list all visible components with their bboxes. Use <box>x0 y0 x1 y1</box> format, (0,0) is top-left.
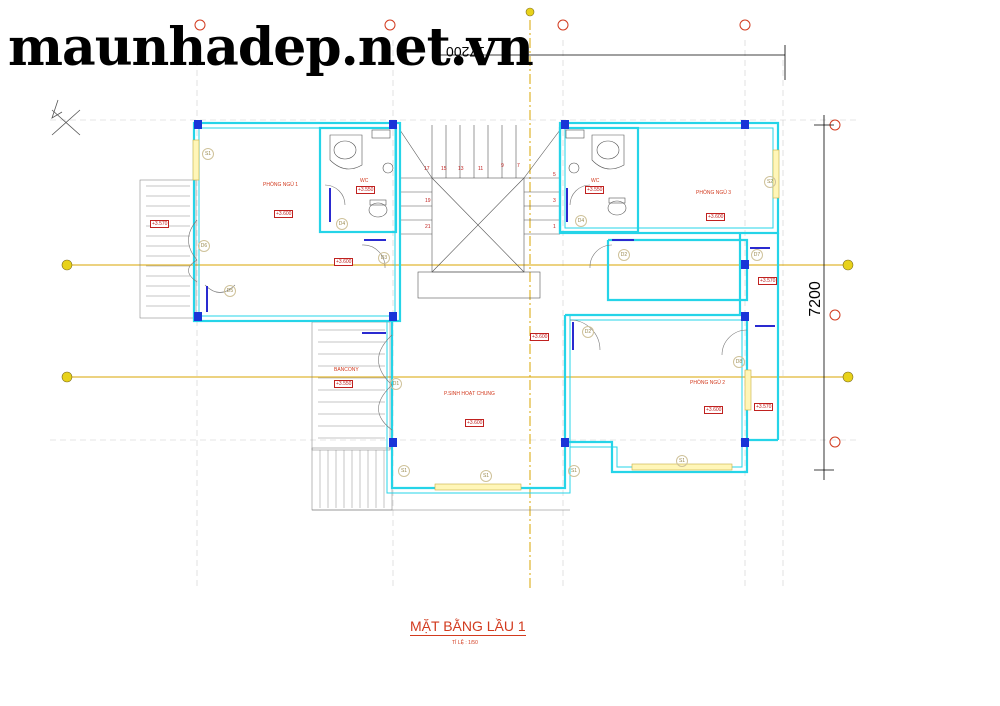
room-label-wc-left: WC <box>360 178 369 184</box>
columns <box>194 120 749 447</box>
level-balcony-right-top: +3.570 <box>758 277 778 285</box>
level-balcony-left: +3.570 <box>150 220 170 228</box>
window-tag-s1-b1: S1 <box>202 148 214 160</box>
door-tag-d5: D5 <box>224 285 236 297</box>
level-balcony: +3.550 <box>334 380 354 388</box>
axis-lines <box>70 20 850 590</box>
door-tag-d2-top: D2 <box>618 249 630 261</box>
level-bedroom3: +3.600 <box>706 213 726 221</box>
level-hall-center: +3.600 <box>530 333 550 341</box>
level-balcony-right: +3.570 <box>754 403 774 411</box>
stair-step-21: 21 <box>425 224 431 230</box>
window-tag-s2-b3: S2 <box>764 176 776 188</box>
door-tag-d4-left: D4 <box>336 218 348 230</box>
walls <box>192 121 780 494</box>
window-tag-s1-living: S1 <box>480 470 492 482</box>
level-bedroom1: +3.600 <box>274 210 294 218</box>
door-tag-d4-right: D4 <box>575 215 587 227</box>
stair-step-15: 15 <box>441 166 447 172</box>
stair-step-17: 17 <box>424 166 430 172</box>
balcony-hatch <box>139 179 570 511</box>
stair-step-13: 13 <box>458 166 464 172</box>
watermark-text: maunhadep.net.vn <box>8 17 534 78</box>
scale-note: TỈ LỆ : 1/50 <box>452 640 478 646</box>
window-tag-s1-living-right: S1 <box>568 465 580 477</box>
door-tag-d8: D8 <box>733 356 745 368</box>
level-wc-right: +3.550 <box>585 186 605 194</box>
door-tag-d3: D3 <box>378 252 390 264</box>
dimension-lines <box>436 45 834 480</box>
windows <box>192 139 780 491</box>
door-tag-d1: D1 <box>390 378 402 390</box>
room-label-bedroom3: PHÒNG NGỦ 3 <box>696 190 732 196</box>
room-label-wc-right: WC <box>591 178 600 184</box>
door-leaves <box>206 188 775 350</box>
level-living: +3.600 <box>465 419 485 427</box>
stair-step-5: 5 <box>553 172 556 178</box>
stair-step-7: 7 <box>517 163 520 169</box>
room-label-living: P.SINH HOẠT CHUNG <box>444 391 495 397</box>
door-tag-d2: D2 <box>582 326 594 338</box>
level-hall-left: +3.600 <box>334 258 354 266</box>
room-label-balcony: BANCONY <box>334 367 359 373</box>
window-tag-s1-living-left: S1 <box>398 465 410 477</box>
level-wc-left: +3.550 <box>356 186 376 194</box>
window-tag-s1-b2: S1 <box>676 455 688 467</box>
stair-step-3: 3 <box>553 198 556 204</box>
stair-step-11: 11 <box>478 166 484 172</box>
stair-step-1: 1 <box>553 224 556 230</box>
door-tag-d7: D7 <box>751 249 763 261</box>
room-label-bedroom2: PHÒNG NGỦ 2 <box>690 380 726 386</box>
dimension-depth: 7200 <box>806 281 824 317</box>
north-arrow-icon <box>51 99 81 136</box>
door-tag-d6: D6 <box>198 240 210 252</box>
staircase <box>399 125 561 299</box>
drawing-title: MẶT BẰNG LẦU 1 <box>410 618 526 636</box>
stair-step-9: 9 <box>501 163 504 169</box>
room-label-bedroom1: PHÒNG NGỦ 1 <box>263 182 299 188</box>
sanitary-fixtures <box>329 129 627 218</box>
dimension-width: 17200 <box>446 44 485 60</box>
level-bedroom2: +3.600 <box>704 406 724 414</box>
stair-step-19: 19 <box>425 198 431 204</box>
axis-bubbles <box>61 7 854 383</box>
